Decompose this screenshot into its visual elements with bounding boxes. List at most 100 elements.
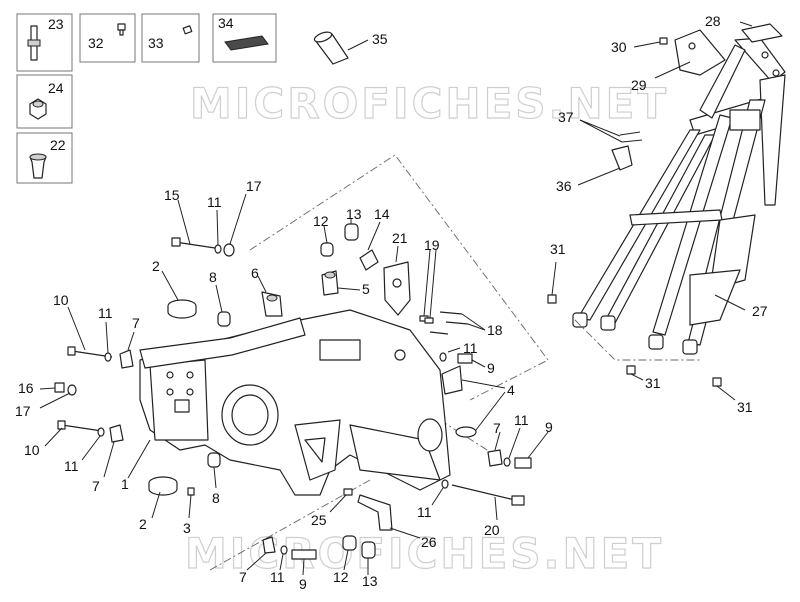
part-11-washer-far-right[interactable] — [503, 427, 521, 467]
callout-1[interactable]: 1 — [121, 476, 129, 492]
part-21-bracket[interactable] — [383, 245, 411, 316]
callout-2-top[interactable]: 2 — [152, 258, 160, 274]
callout-5[interactable]: 5 — [362, 281, 370, 297]
part-7-bushing-bottom[interactable] — [246, 536, 276, 571]
callout-9-right[interactable]: 9 — [487, 360, 495, 376]
callout-31-low[interactable]: 31 — [737, 399, 753, 415]
part-3-screw[interactable] — [187, 487, 195, 519]
legend-box-24[interactable]: 24 — [16, 74, 73, 129]
callout-18[interactable]: 18 — [487, 322, 503, 338]
part-27-rear-subframe[interactable] — [572, 37, 786, 355]
part-10-bolt-low[interactable] — [44, 420, 103, 447]
part-14-plug[interactable] — [359, 221, 381, 271]
part-4-mount[interactable] — [441, 365, 506, 438]
callout-17-left[interactable]: 17 — [15, 403, 31, 419]
legend-box-33[interactable]: 33 — [141, 13, 200, 63]
part-11-washer-left[interactable] — [104, 321, 112, 362]
part-1-main-frame[interactable] — [139, 309, 451, 496]
part-6-cup[interactable] — [257, 275, 283, 317]
legend-box-22[interactable]: 22 — [16, 132, 73, 184]
callout-16[interactable]: 16 — [18, 380, 34, 396]
callout-12-top[interactable]: 12 — [313, 213, 329, 229]
part-11-washer-top[interactable] — [214, 209, 222, 254]
part-8-bushing-low[interactable] — [207, 452, 221, 489]
part-31-bolt-top[interactable] — [547, 261, 557, 304]
part-15-bolt[interactable] — [171, 199, 216, 249]
callout-15[interactable]: 15 — [164, 187, 180, 203]
part-31-bolt-mid[interactable] — [626, 365, 644, 381]
part-13-rubber-bottom[interactable] — [361, 541, 376, 575]
part-7-bushing-left[interactable] — [119, 331, 135, 369]
callout-28[interactable]: 28 — [705, 13, 721, 29]
part-12-bushing-bottom[interactable] — [342, 535, 357, 571]
part-9-bolt-right[interactable] — [457, 353, 486, 368]
callout-2-low[interactable]: 2 — [139, 516, 147, 532]
part-18-screws[interactable] — [429, 311, 486, 335]
callout-35[interactable]: 35 — [372, 31, 388, 47]
part-28-bracket[interactable] — [739, 21, 783, 43]
part-31-bolt-low[interactable] — [712, 377, 736, 401]
part-17-bushing-top[interactable] — [223, 193, 247, 257]
part-20-long-bolt[interactable] — [451, 484, 525, 521]
callout-11-left[interactable]: 11 — [98, 305, 113, 321]
part-17-bushing-left[interactable] — [39, 384, 77, 409]
callout-9-far-right[interactable]: 9 — [545, 419, 553, 435]
callout-10-low[interactable]: 10 — [24, 442, 40, 458]
callout-36[interactable]: 36 — [556, 178, 572, 194]
part-25-pin[interactable] — [329, 488, 353, 513]
part-26-bracket[interactable] — [357, 494, 421, 539]
callout-7-top[interactable]: 7 — [132, 315, 140, 331]
callout-27[interactable]: 27 — [752, 303, 768, 319]
part-11-washer-bottom[interactable] — [279, 545, 288, 571]
callout-8-low[interactable]: 8 — [212, 490, 220, 506]
part-35-spacer[interactable] — [313, 30, 369, 65]
callout-10-top[interactable]: 10 — [53, 292, 69, 308]
callout-11-lower[interactable]: 11 — [417, 504, 432, 520]
part-11-washer-right[interactable] — [439, 347, 461, 362]
part-9-bolt-far-right[interactable] — [514, 431, 549, 469]
part-37-pins[interactable] — [579, 119, 643, 143]
part-13-rubber-top[interactable] — [344, 219, 359, 241]
callout-11-top[interactable]: 11 — [207, 194, 222, 210]
part-30-screw[interactable] — [633, 37, 668, 48]
callout-9-bottom[interactable]: 9 — [299, 576, 307, 592]
callout-4[interactable]: 4 — [507, 382, 515, 398]
callout-11-right[interactable]: 11 — [463, 340, 478, 356]
callout-21[interactable]: 21 — [392, 230, 408, 246]
callout-7-bottom[interactable]: 7 — [239, 569, 247, 585]
part-19-screws[interactable] — [419, 249, 437, 324]
part-11-washer-lower[interactable] — [431, 479, 449, 506]
part-2-bearing-top[interactable] — [161, 270, 197, 319]
part-9-bolt-bottom[interactable] — [291, 549, 317, 576]
callout-11-bottom[interactable]: 11 — [270, 569, 285, 585]
legend-box-32[interactable]: 32 — [79, 13, 136, 63]
callout-31-top[interactable]: 31 — [550, 241, 566, 257]
callout-30[interactable]: 30 — [611, 39, 627, 55]
callout-29[interactable]: 29 — [631, 77, 647, 93]
callout-25[interactable]: 25 — [311, 512, 327, 528]
part-8-bushing-top[interactable] — [215, 284, 231, 327]
callout-11-far-right[interactable]: 11 — [514, 412, 529, 428]
callout-14[interactable]: 14 — [374, 206, 390, 222]
callout-11-low[interactable]: 11 — [64, 458, 79, 474]
callout-7-low[interactable]: 7 — [92, 478, 100, 494]
callout-6[interactable]: 6 — [251, 265, 259, 281]
callout-20[interactable]: 20 — [484, 522, 500, 538]
callout-26[interactable]: 26 — [421, 534, 437, 550]
part-2-bearing-low[interactable] — [148, 476, 178, 519]
part-5-cup[interactable] — [321, 270, 361, 296]
callout-17-top[interactable]: 17 — [246, 178, 262, 194]
callout-8-top[interactable]: 8 — [209, 269, 217, 285]
legend-box-34[interactable]: 34 — [212, 13, 277, 63]
part-29-bracket[interactable] — [654, 29, 726, 79]
callout-3[interactable]: 3 — [183, 520, 191, 536]
callout-12-bottom[interactable]: 12 — [333, 569, 349, 585]
part-11-washer-low[interactable] — [81, 427, 105, 461]
legend-box-23[interactable]: 23 — [16, 13, 73, 72]
part-12-bushing-top[interactable] — [320, 225, 334, 257]
part-16-nut[interactable] — [54, 382, 65, 393]
callout-13-top[interactable]: 13 — [346, 206, 362, 222]
part-7-bushing-right[interactable] — [487, 431, 503, 467]
callout-31-mid[interactable]: 31 — [645, 375, 661, 391]
part-36-clip[interactable] — [577, 145, 633, 186]
